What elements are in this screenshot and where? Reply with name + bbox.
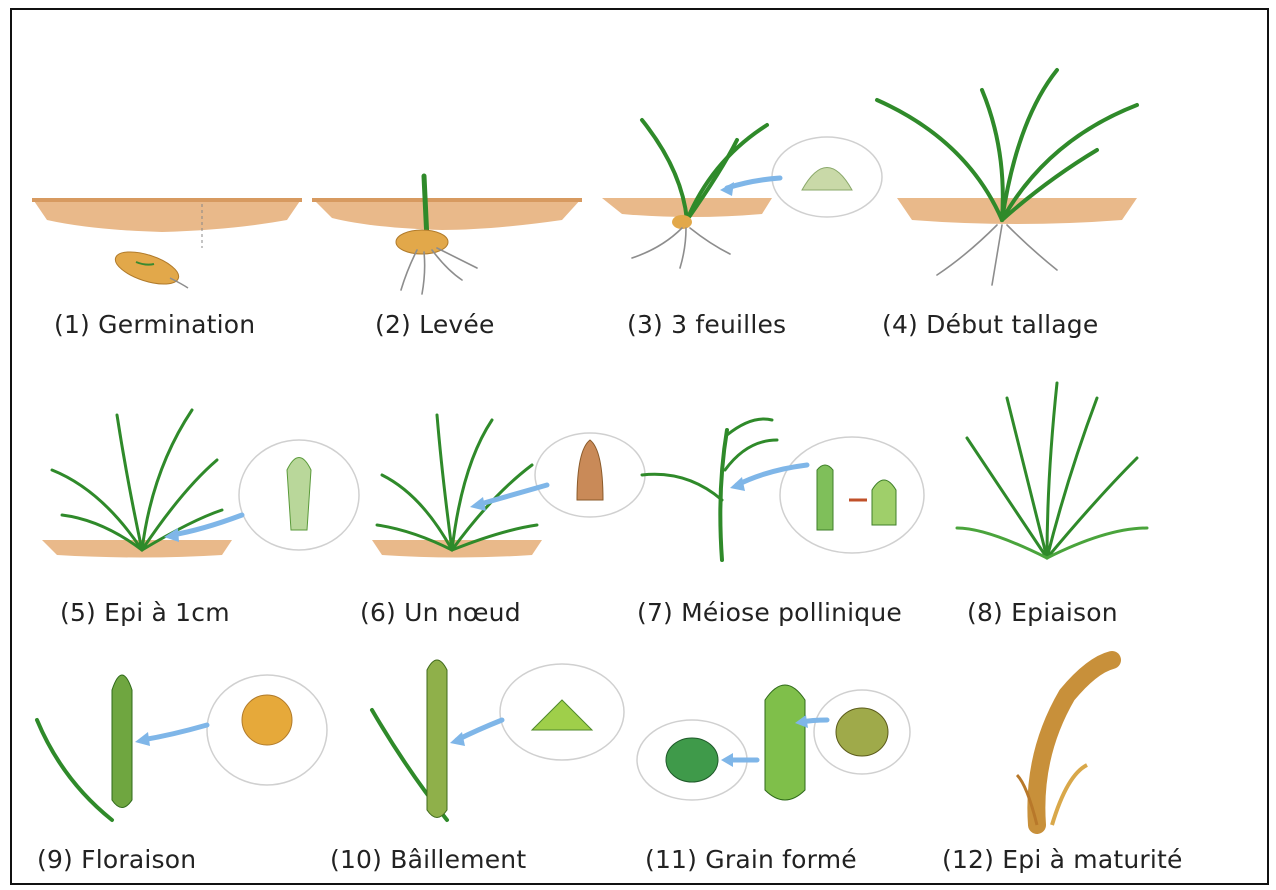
- heading-icon: [947, 378, 1177, 578]
- tillering-start-icon: [867, 60, 1167, 290]
- stage-label: (1) Germination: [54, 310, 255, 339]
- flowering-icon: [32, 650, 332, 830]
- stage-label: (8) Epiaison: [967, 598, 1118, 627]
- stage-germination: [32, 190, 302, 290]
- one-node-icon: [362, 405, 652, 575]
- stage-pollen-meiosis: [637, 410, 927, 570]
- stage-tillering-start: [867, 60, 1167, 290]
- stage-three-leaves: [602, 110, 902, 290]
- stage-heading: [947, 378, 1177, 578]
- stage-label: (6) Un nœud: [360, 598, 521, 627]
- stage-label: (9) Floraison: [37, 845, 196, 874]
- stage-label: (12) Epi à maturité: [942, 845, 1183, 874]
- three-leaves-icon: [602, 110, 902, 290]
- seedling-emergence-icon: [312, 170, 582, 300]
- stage-label: (5) Epi à 1cm: [60, 598, 230, 627]
- stage-ear-1cm: [42, 400, 362, 570]
- stage-label: (2) Levée: [375, 310, 495, 339]
- stage-label: (11) Grain formé: [645, 845, 857, 874]
- stage-flowering: [32, 650, 332, 830]
- stage-mature-ear: [997, 655, 1157, 830]
- stage-one-node: [362, 405, 652, 575]
- ear-1cm-icon: [42, 400, 362, 570]
- stage-label: (3) 3 feuilles: [627, 310, 786, 339]
- stage-label: (7) Méiose pollinique: [637, 598, 902, 627]
- stage-label: (10) Bâillement: [330, 845, 526, 874]
- stage-grain-formed: [637, 660, 917, 820]
- stage-gaping: [367, 650, 637, 830]
- growth-stages-diagram: (1) Germination (2) Levée (3) 3 feuilles…: [10, 8, 1269, 885]
- stage-label: (4) Début tallage: [882, 310, 1098, 339]
- seed-germination-icon: [32, 190, 302, 290]
- pollen-meiosis-icon: [637, 410, 927, 570]
- grain-formed-icon: [637, 660, 917, 820]
- mature-ear-icon: [997, 655, 1157, 830]
- stage-emergence: [312, 170, 582, 300]
- gaping-icon: [367, 650, 637, 830]
